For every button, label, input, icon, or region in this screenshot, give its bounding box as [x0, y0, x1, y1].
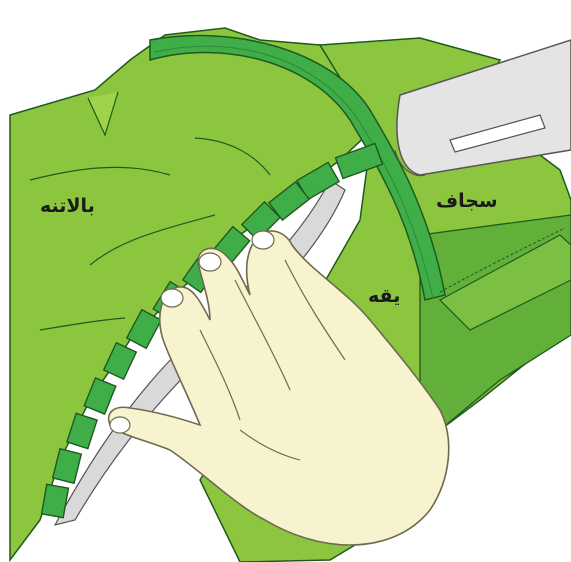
collar-label: یقه [368, 285, 400, 307]
facing-label: سجاف [436, 190, 498, 212]
bodice-label: بالاتنه [40, 195, 95, 217]
